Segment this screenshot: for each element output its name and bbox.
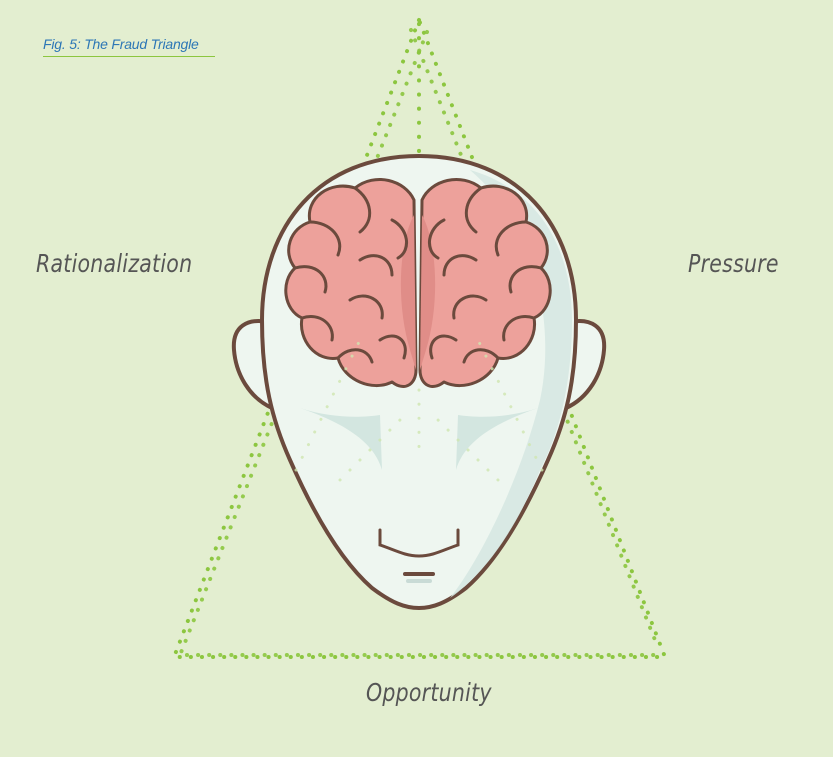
label-pressure: Pressure: [688, 249, 779, 278]
head: [234, 156, 604, 608]
figure-caption: Fig. 5: The Fraud Triangle: [43, 36, 215, 57]
label-rationalization: Rationalization: [36, 249, 192, 278]
label-opportunity: Opportunity: [366, 678, 492, 707]
